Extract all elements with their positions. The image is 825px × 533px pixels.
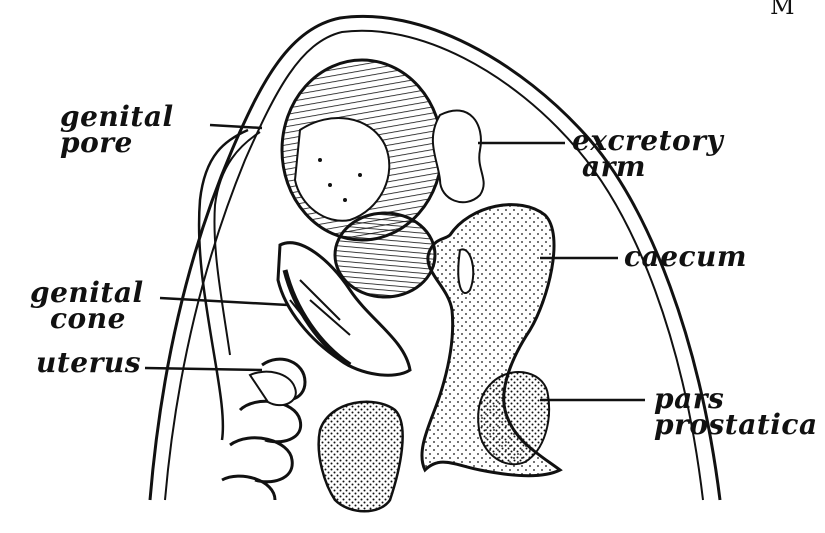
label-caecum: caecum bbox=[624, 244, 747, 270]
excretory-arm bbox=[433, 110, 484, 202]
lower-loop bbox=[319, 402, 403, 511]
muscular-bulb bbox=[335, 213, 435, 297]
label-genital-cone-line2: cone bbox=[30, 306, 144, 332]
label-pars-prostatica-line2: prostatica bbox=[654, 412, 818, 438]
label-pars-prostatica: pars prostatica bbox=[654, 386, 818, 438]
leader-genital-pore bbox=[210, 125, 262, 128]
leader-uterus bbox=[145, 368, 262, 370]
corner-mark: M bbox=[770, 0, 795, 20]
prostatica-mass bbox=[478, 372, 549, 464]
label-genital-pore: genital pore bbox=[60, 104, 174, 156]
label-excretory-arm: excretory arm bbox=[572, 128, 723, 180]
label-uterus: uterus bbox=[36, 350, 141, 376]
label-excretory-arm-line2: arm bbox=[572, 154, 723, 180]
genital-duct bbox=[199, 130, 248, 440]
label-genital-cone: genital cone bbox=[30, 280, 144, 332]
label-genital-pore-line2: pore bbox=[60, 130, 174, 156]
leader-genital-cone bbox=[160, 298, 288, 305]
